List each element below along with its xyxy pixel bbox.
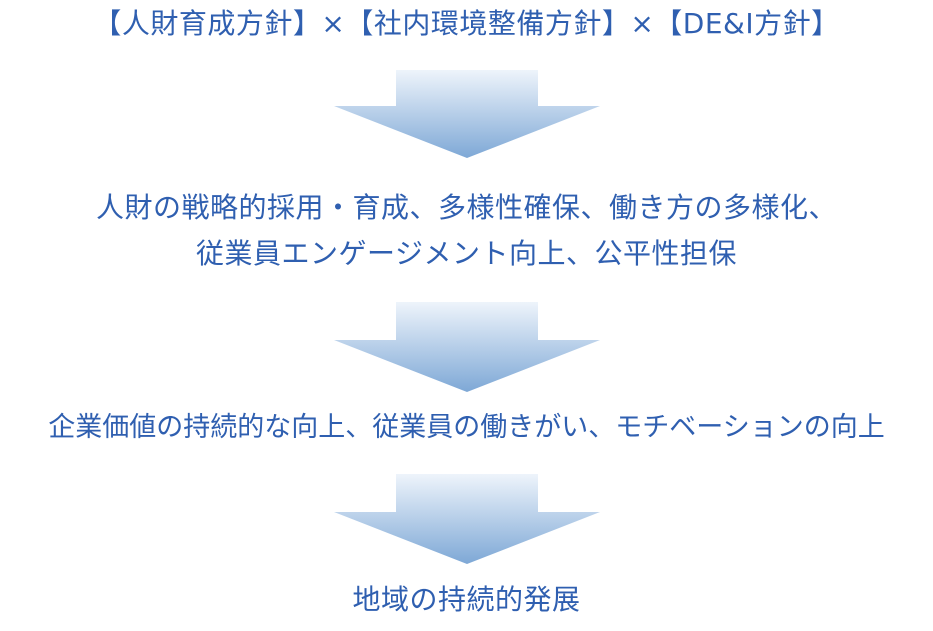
down-arrow-icon: [334, 70, 600, 158]
measures-text-line-2: 従業員エンゲージメント向上、公平性担保: [196, 237, 737, 270]
down-arrow-icon: [334, 302, 600, 392]
measures-text-line-1: 人財の戦略的採用・育成、多様性確保、働き方の多様化、: [95, 191, 837, 224]
outcome-text: 企業価値の持続的な向上、従業員の働きがい、モチベーションの向上: [48, 412, 885, 443]
down-arrow-icon: [334, 474, 600, 564]
policies-text: 【人財育成方針】×【社内環境整備方針】×【DE&I方針】: [93, 7, 840, 40]
goal-text: 地域の持続的発展: [352, 583, 581, 616]
